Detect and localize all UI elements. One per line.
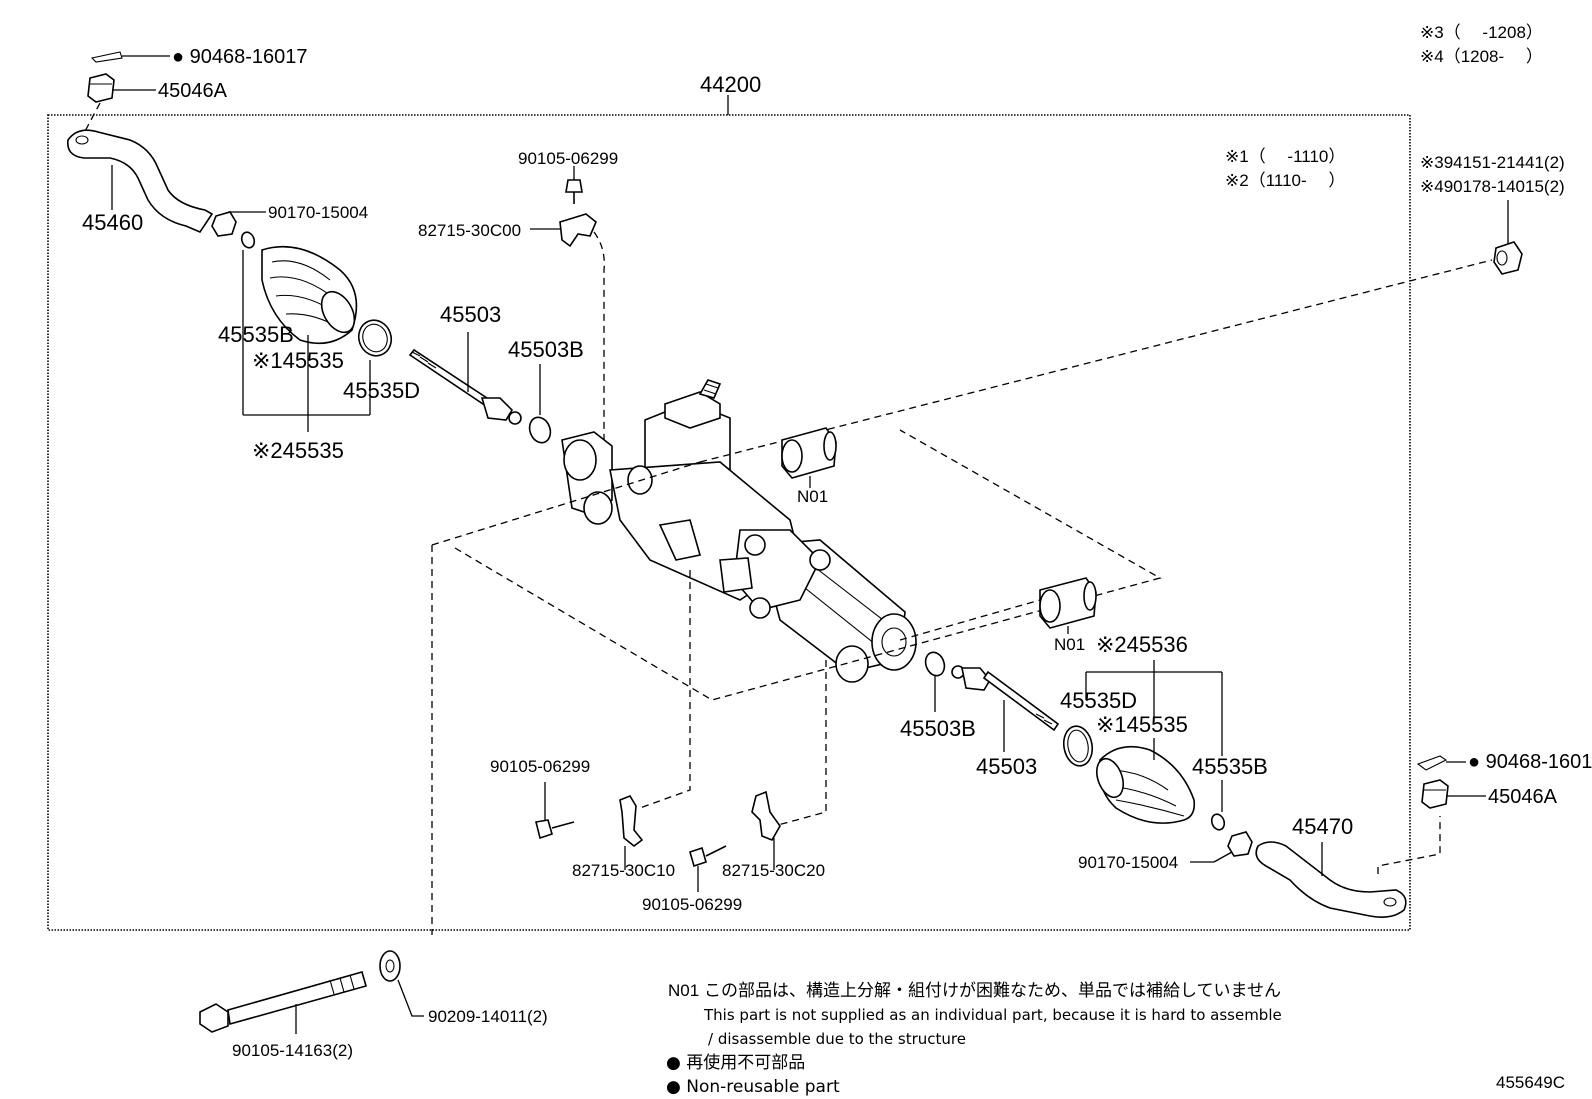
clamp-left-icon bbox=[211, 211, 266, 237]
steering-gear-housing-icon bbox=[561, 379, 917, 683]
label-nut-right: 45046A bbox=[1488, 786, 1558, 808]
bolt-bottom-icon bbox=[689, 845, 727, 892]
bolt-mid-icon bbox=[535, 782, 575, 840]
tie-rod-end-right-icon bbox=[1255, 841, 1407, 918]
label-mount-s4: ※490178-14015(2) bbox=[1420, 177, 1565, 196]
label-clamp-left: 90170-15004 bbox=[268, 203, 368, 222]
label-bolt-mid: 90105-06299 bbox=[490, 757, 590, 776]
boot-right-icon bbox=[1096, 745, 1196, 824]
cotter-pin-right-icon bbox=[1416, 755, 1466, 771]
label-boot-s1-left: ※145535 bbox=[252, 348, 344, 373]
note-n01-jp: この部品は、構造上分解・組付けが困難なため、単品では補給していません bbox=[704, 981, 1281, 1001]
note-n01-en-2: / disassemble due to the structure bbox=[708, 1030, 966, 1048]
label-nut-left: 45046A bbox=[158, 80, 228, 102]
note-nonreuse-en: ● Non-reusable part bbox=[666, 1077, 840, 1097]
label-mount-s3: ※394151-21441(2) bbox=[1420, 153, 1565, 172]
clip-left-icon bbox=[240, 231, 256, 249]
label-cotter-pin-right: ● 90468-16017 bbox=[1468, 751, 1592, 773]
bracket-top-icon bbox=[530, 213, 597, 248]
applicability-s2: ※2（1110- ） bbox=[1225, 171, 1345, 190]
tie-rod-end-left-icon bbox=[67, 129, 214, 233]
band-left-icon bbox=[357, 319, 393, 357]
mount-bushing-right-icon bbox=[1493, 241, 1523, 275]
label-boot-s2-left: ※245535 bbox=[252, 438, 344, 463]
label-washer-left: 45503B bbox=[508, 337, 584, 362]
label-rack-end-left: 45503 bbox=[440, 302, 501, 327]
label-band-left: 45535D bbox=[343, 378, 420, 403]
bracket-mid-left-icon bbox=[619, 795, 644, 870]
label-bracket-mid-right: 82715-30C20 bbox=[722, 861, 825, 880]
castle-nut-right-icon bbox=[1421, 779, 1486, 809]
bolt-top-icon bbox=[565, 166, 583, 204]
rack-end-left-icon bbox=[408, 348, 522, 425]
grommet-n01-b-icon bbox=[1039, 577, 1097, 629]
label-bolt-top: 90105-06299 bbox=[518, 149, 618, 168]
label-grommet-n01-b: N01 bbox=[1054, 635, 1085, 654]
label-boot-s2-right: ※245536 bbox=[1096, 632, 1188, 657]
clip-right-icon bbox=[1210, 813, 1226, 831]
label-tie-rod-end-right: 45470 bbox=[1292, 814, 1353, 839]
long-bolt-icon bbox=[199, 971, 367, 1034]
label-long-bolt: 90105-14163(2) bbox=[232, 1041, 353, 1060]
assembly-frame bbox=[47, 114, 1411, 931]
applicability-s1: ※1（ -1110） bbox=[1225, 147, 1345, 166]
figure-id: 455649C bbox=[1496, 1073, 1565, 1092]
bracket-mid-right-icon bbox=[751, 790, 781, 870]
label-rack-end-right: 45503 bbox=[976, 754, 1037, 779]
washer-left-icon bbox=[528, 416, 552, 444]
note-nonreuse-jp: ● 再使用不可部品 bbox=[666, 1052, 805, 1073]
label-grommet-n01-a: N01 bbox=[797, 487, 828, 506]
note-n01-en-1: This part is not supplied as an individu… bbox=[703, 1006, 1282, 1024]
boot-left-icon bbox=[261, 245, 358, 345]
cotter-pin-left-icon bbox=[90, 51, 170, 63]
washer-right-icon bbox=[924, 651, 946, 677]
applicability-s3: ※3（ -1208） bbox=[1420, 23, 1543, 42]
applicability-s4: ※4（1208- ） bbox=[1420, 47, 1543, 66]
grommet-n01-a-icon bbox=[781, 427, 837, 479]
label-long-washer: 90209-14011(2) bbox=[428, 1007, 548, 1026]
assembly-number: 44200 bbox=[700, 72, 761, 97]
castle-nut-left-icon bbox=[87, 73, 156, 103]
dash-bracket-top bbox=[593, 231, 605, 470]
label-clip-right: 45535B bbox=[1192, 754, 1268, 779]
label-boot-s1-right: ※145535 bbox=[1096, 712, 1188, 737]
note-n01-code: N01 bbox=[668, 981, 699, 1000]
label-bracket-mid-left: 82715-30C10 bbox=[572, 861, 675, 880]
label-band-right: 45535D bbox=[1060, 688, 1137, 713]
label-clip-left: 45535B bbox=[218, 322, 294, 347]
label-washer-right: 45503B bbox=[900, 716, 976, 741]
label-tie-rod-end-left: 45460 bbox=[82, 210, 143, 235]
label-bracket-top: 82715-30C00 bbox=[418, 221, 521, 240]
long-washer-icon bbox=[379, 950, 424, 1017]
label-cotter-pin-left: ● 90468-16017 bbox=[172, 46, 308, 68]
label-clamp-right: 90170-15004 bbox=[1078, 853, 1178, 872]
label-bolt-bottom: 90105-06299 bbox=[642, 895, 742, 914]
rack-end-right-icon bbox=[951, 665, 1060, 732]
clamp-right-icon bbox=[1190, 831, 1253, 863]
